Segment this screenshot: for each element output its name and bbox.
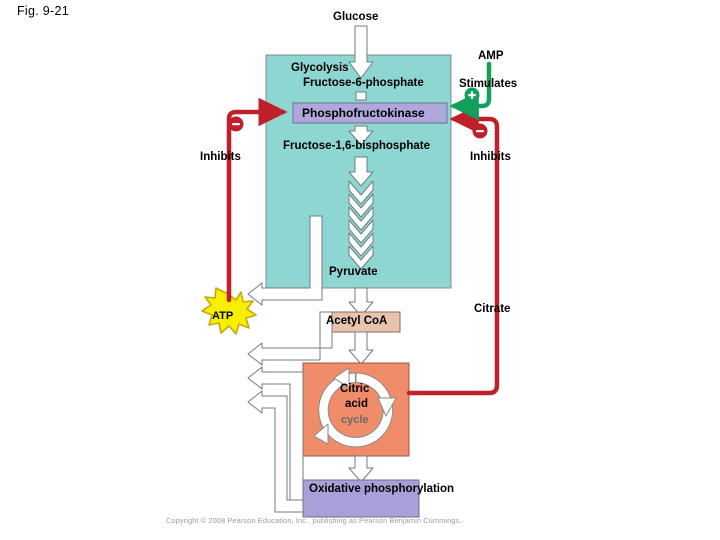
oxidative-phosphorylation-box: [302, 479, 420, 518]
label-citrate: Citrate: [474, 303, 511, 315]
glucose-arrow: [348, 25, 374, 79]
label-inhibits-right: Inhibits: [470, 151, 511, 163]
label-pyruvate: Pyruvate: [329, 266, 378, 278]
label-fructose-1-6-bisphosphate: Fructose-1,6-bisphosphate: [283, 140, 430, 152]
amp-stimulates-pfk-line: [449, 61, 492, 121]
label-atp: ATP: [212, 310, 234, 322]
atp-starburst: [201, 287, 257, 335]
label-citric-acid-cycle-line3: cycle: [341, 414, 369, 426]
label-acetyl-coa: Acetyl CoA: [326, 315, 388, 327]
citricacid-to-oxphos-arrow: [348, 455, 374, 483]
acetylcoa-to-citricacid-arrow: [348, 331, 374, 365]
label-glucose: Glucose: [333, 11, 379, 23]
label-citric-acid-cycle-line1: Citric: [340, 383, 370, 395]
pipe-citricacid-to-atp: [247, 366, 304, 501]
pipe-glycolysis-to-atp: [247, 215, 323, 306]
label-citric-acid-cycle-line2: acid: [345, 398, 369, 410]
cycle-arrow-icon: [313, 367, 397, 448]
pipe-oxphos-to-atp: [247, 390, 304, 513]
pipe-acetylcoa-to-atp: [247, 311, 333, 366]
f6p-to-pfk-arrow: [355, 91, 367, 101]
label-stimulates: Stimulates: [459, 78, 518, 90]
atp-inhibits-pfk-line: [226, 97, 288, 303]
label-glycolysis: Glycolysis: [291, 62, 349, 74]
label-oxidative-phosphorylation: Oxidative phosphorylation: [309, 483, 455, 495]
glycolysis-arrow-chain: [348, 156, 374, 270]
label-inhibits-left: Inhibits: [200, 151, 241, 163]
figure-number-label: Fig. 9-21: [17, 4, 70, 18]
pyruvate-to-acetylcoa-arrow: [348, 287, 374, 317]
phosphofructokinase-bar: [292, 102, 448, 124]
pfk-to-f16bp-arrow: [348, 125, 374, 146]
copyright-notice: Copyright © 2008 Pearson Education, Inc.…: [166, 516, 462, 525]
label-amp: AMP: [478, 50, 504, 62]
label-phosphofructokinase: Phosphofructokinase: [302, 106, 425, 120]
label-fructose-6-phosphate: Fructose-6-phosphate: [303, 77, 424, 89]
citrate-inhibits-pfk-line: [406, 104, 500, 396]
